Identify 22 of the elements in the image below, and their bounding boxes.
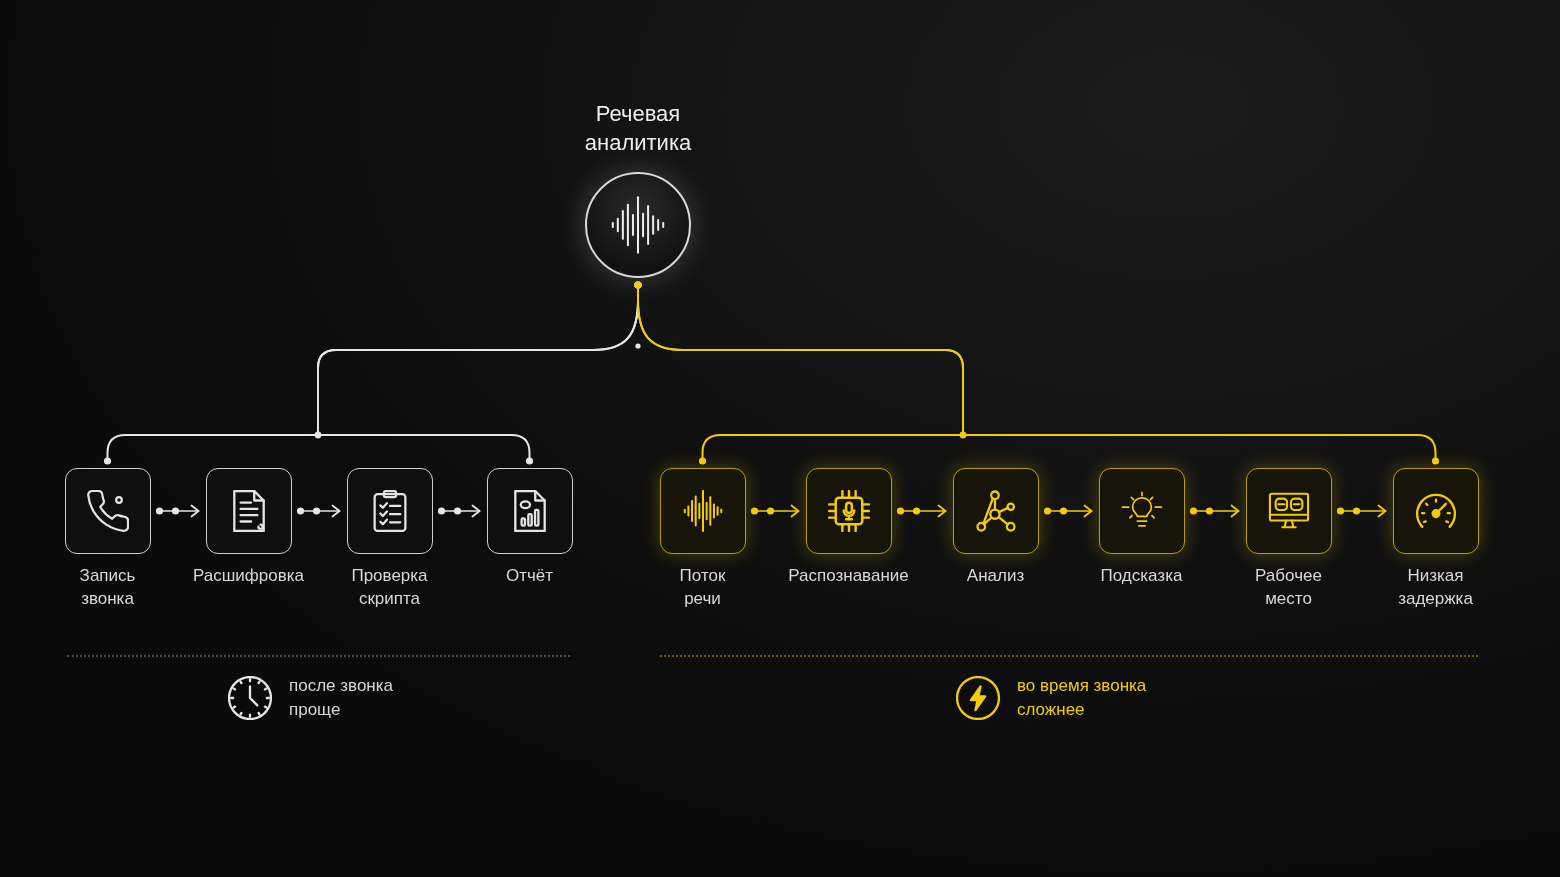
step-label: Распознавание — [788, 565, 909, 587]
connector-arrow — [750, 504, 800, 518]
step-label: Подсказка — [1100, 565, 1183, 587]
connector-arrow — [1336, 504, 1387, 518]
step-label: Рабочее место — [1254, 565, 1323, 610]
step-label: Анализ — [966, 565, 1025, 587]
step-label: Проверка скрипта — [350, 565, 429, 610]
note-text: во время звонка сложнее — [1017, 675, 1148, 721]
connector-arrow — [1189, 504, 1240, 518]
connector-arrow — [896, 504, 947, 518]
step-label: Расшифровка — [192, 565, 305, 587]
step-label: Низкая задержка — [1397, 565, 1474, 610]
step-label: Запись звонка — [78, 565, 137, 610]
connector-arrow — [437, 504, 481, 518]
note-text: после звонка проще — [289, 675, 394, 721]
hub-title: Речевая аналитика — [584, 100, 692, 157]
connector-arrow — [155, 504, 200, 518]
connector-line — [634, 281, 1440, 465]
step-label: Поток речи — [678, 565, 727, 610]
connector-arrow — [296, 504, 341, 518]
step-label: Отчёт — [505, 565, 554, 587]
connector-arrow — [1043, 504, 1093, 518]
